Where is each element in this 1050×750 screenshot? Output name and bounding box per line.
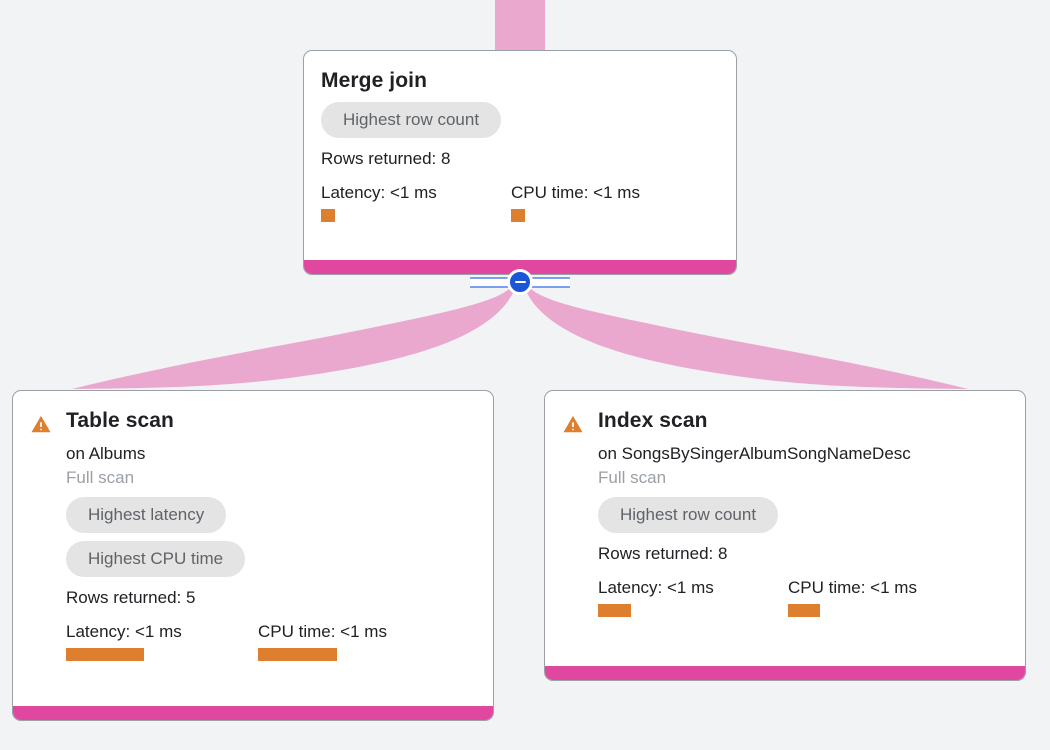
metric-cpu-time-label: CPU time: <1 ms (511, 183, 640, 202)
badge-highest-cpu-time: Highest CPU time (66, 541, 246, 577)
metric-latency: Latency: <1 ms (321, 182, 511, 222)
node-body: Merge join Highest row count Rows return… (304, 51, 736, 260)
edge-incoming (495, 0, 545, 54)
metric-cpu-time: CPU time: <1 ms (788, 577, 917, 617)
edge-rule-right (526, 277, 570, 288)
node-body: Index scan on SongsBySingerAlbumSongName… (545, 391, 1025, 666)
warning-triangle-icon (31, 415, 51, 433)
node-title: Index scan (598, 409, 708, 432)
warning-triangle-icon (563, 415, 583, 433)
node-header-text: Index scan on SongsBySingerAlbumSongName… (598, 407, 911, 489)
metric-latency: Latency: <1 ms (66, 621, 258, 661)
edge-merge-to-index-scan (524, 286, 968, 389)
rows-returned: Rows returned: 8 (321, 149, 451, 168)
node-accent-bar (304, 260, 736, 274)
node-table-scan[interactable]: Table scan on Albums Full scan Highest l… (12, 390, 494, 721)
node-header: Merge join (321, 67, 719, 94)
node-content: Highest latency Highest CPU time Rows re… (30, 489, 476, 661)
minus-circle-icon[interactable] (507, 269, 533, 295)
metric-latency-label: Latency: <1 ms (66, 622, 182, 641)
node-header: Index scan on SongsBySingerAlbumSongName… (562, 407, 1008, 489)
node-subtitle: on SongsBySingerAlbumSongNameDesc (598, 444, 911, 463)
metrics-row: Latency: <1 ms CPU time: <1 ms (598, 577, 1008, 617)
node-accent-bar (13, 706, 493, 720)
node-merge-join[interactable]: Merge join Highest row count Rows return… (303, 50, 737, 275)
collapse-toggle[interactable] (507, 269, 533, 295)
node-title: Merge join (321, 69, 428, 92)
node-scan-type: Full scan (66, 468, 135, 487)
metric-latency-bar (66, 648, 144, 661)
metric-cpu-time-label: CPU time: <1 ms (788, 578, 917, 597)
metrics-row: Latency: <1 ms CPU time: <1 ms (66, 621, 476, 661)
metric-cpu-time: CPU time: <1 ms (258, 621, 387, 661)
node-header: Table scan on Albums Full scan (30, 407, 476, 489)
metric-cpu-time: CPU time: <1 ms (511, 182, 640, 222)
metric-latency-bar (598, 604, 631, 617)
metric-cpu-time-bar (258, 648, 337, 661)
metric-latency-label: Latency: <1 ms (321, 183, 437, 202)
badge-highest-latency: Highest latency (66, 497, 227, 533)
metric-latency-bar (321, 209, 335, 222)
edge-rule-left (470, 277, 514, 288)
node-subtitle: on Albums (66, 444, 146, 463)
node-header-text: Merge join (321, 67, 427, 94)
metric-cpu-time-bar (788, 604, 820, 617)
rows-returned: Rows returned: 8 (598, 544, 728, 563)
edge-merge-to-table-scan (72, 286, 516, 389)
node-content: Highest row count Rows returned: 8 Laten… (562, 489, 1008, 617)
node-index-scan[interactable]: Index scan on SongsBySingerAlbumSongName… (544, 390, 1026, 681)
node-title: Table scan (66, 409, 174, 432)
node-accent-bar (545, 666, 1025, 680)
metric-cpu-time-label: CPU time: <1 ms (258, 622, 387, 641)
node-scan-type: Full scan (598, 468, 667, 487)
rows-returned: Rows returned: 5 (66, 588, 196, 607)
node-body: Table scan on Albums Full scan Highest l… (13, 391, 493, 706)
badge-highest-row-count: Highest row count (321, 102, 502, 138)
node-header-text: Table scan on Albums Full scan (66, 407, 174, 489)
node-content: Highest row count Rows returned: 8 Laten… (321, 94, 719, 222)
metric-latency: Latency: <1 ms (598, 577, 788, 617)
metric-cpu-time-bar (511, 209, 525, 222)
metrics-row: Latency: <1 ms CPU time: <1 ms (321, 182, 719, 222)
badge-highest-row-count: Highest row count (598, 497, 779, 533)
metric-latency-label: Latency: <1 ms (598, 578, 714, 597)
